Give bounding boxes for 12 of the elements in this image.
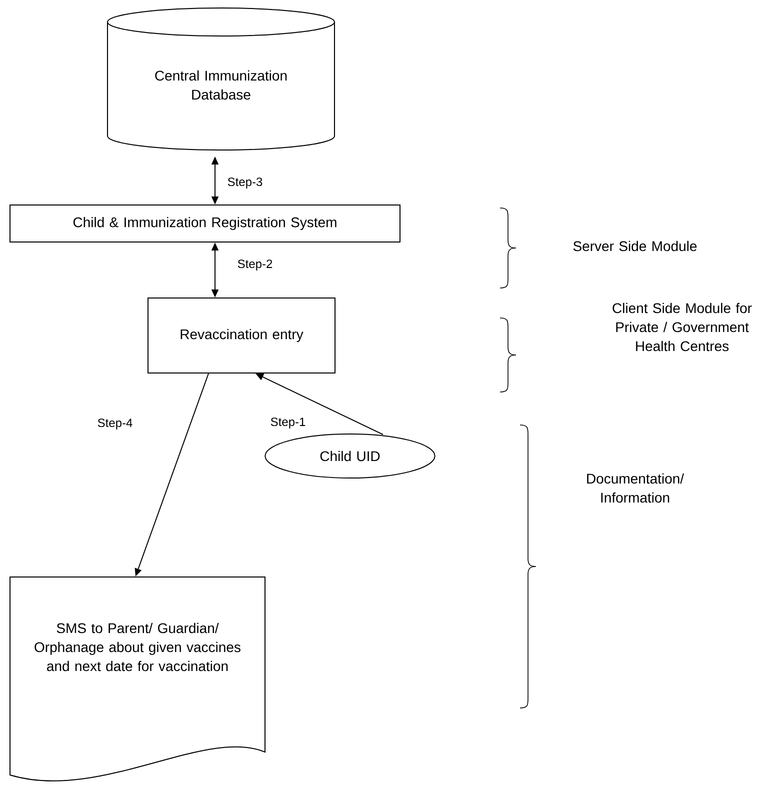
edge-label: Step-4 bbox=[96, 418, 134, 430]
process-box: Revaccination entry bbox=[148, 298, 336, 374]
process-box: Child & Immunization Registration System bbox=[10, 204, 400, 242]
edge-label: Step-1 bbox=[269, 416, 307, 430]
edge-label: Step-3 bbox=[226, 176, 264, 190]
database-cylinder: Central Immunization Database bbox=[107, 8, 335, 150]
bracket-label: Client Side Module for Private / Government Health Centres bbox=[612, 302, 752, 352]
bracket-label: Documentation/ Information bbox=[587, 473, 684, 503]
node-label: Central Immunization Database bbox=[155, 70, 287, 100]
edge-label: Step-2 bbox=[236, 258, 274, 272]
bracket-label: Server Side Module bbox=[573, 240, 697, 252]
oval-node: Child UID bbox=[264, 434, 436, 478]
